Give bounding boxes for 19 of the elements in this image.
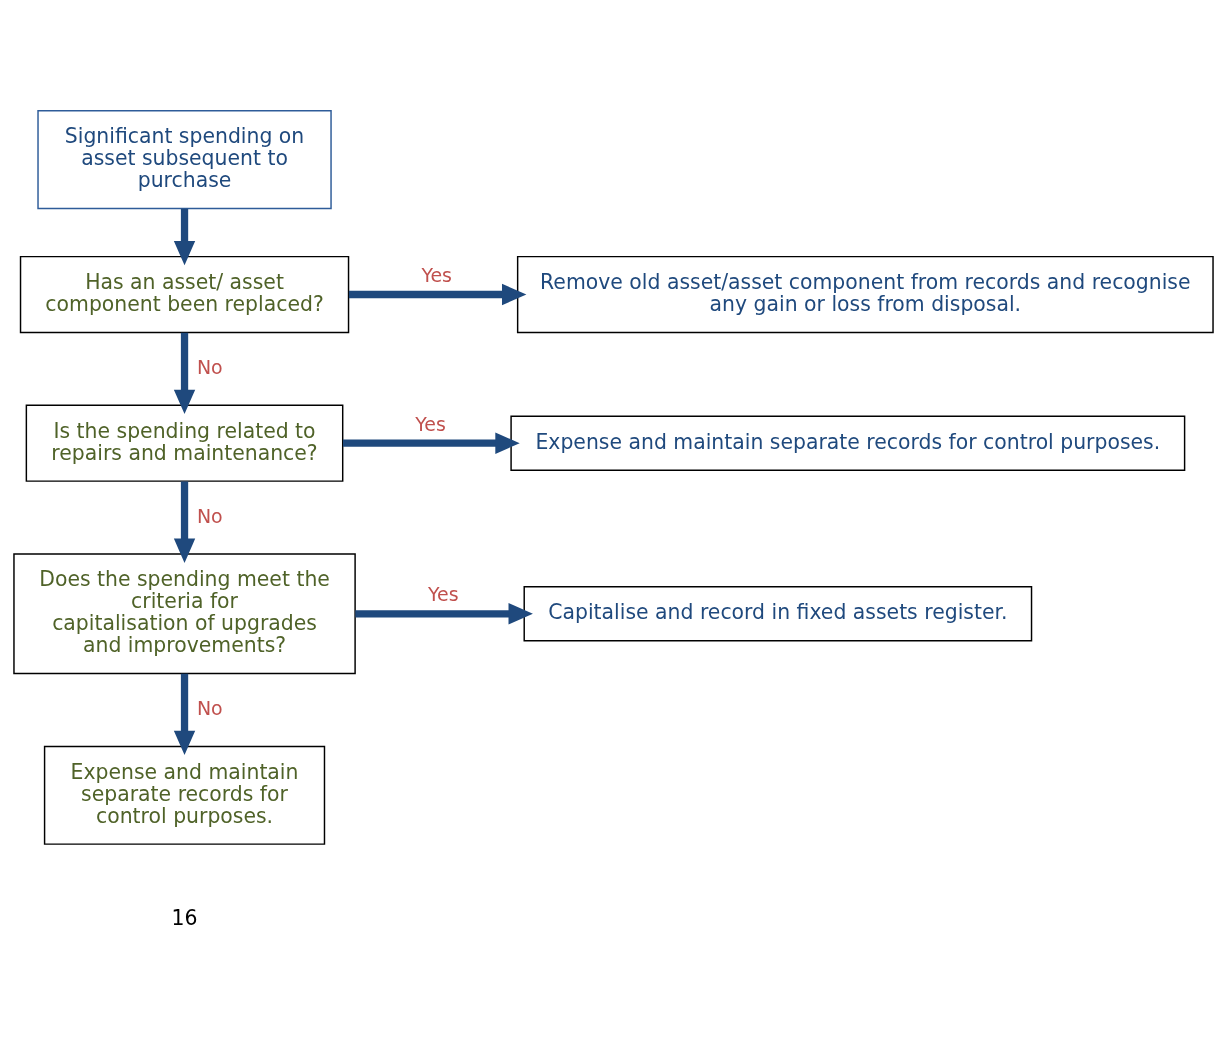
edge-label: Yes (427, 583, 459, 606)
arrow (173, 208, 196, 266)
node-box: Capitalise and record in fixed assets register. (523, 586, 1033, 642)
edge-label: No (196, 504, 223, 527)
node-box: Has an asset/ asset component been replaced? (19, 255, 350, 334)
arrow (348, 283, 527, 306)
edge-label: No (196, 696, 223, 719)
node-box: Significant spending on asset subsequent to purchase (37, 110, 332, 210)
node-box: Expense and maintain separate records for control purposes. (510, 415, 1186, 471)
arrow (173, 332, 196, 415)
label: 16 (171, 905, 198, 930)
edge-label: Yes (421, 263, 453, 286)
node-box: Does the spending meet the criteria for capitalisation of upgrades and improvements? (13, 553, 356, 675)
node-box: Remove old asset/asset component from records and recognise any gain or loss from disposal. (516, 255, 1214, 334)
edge-label: No (196, 355, 223, 378)
node-box: Is the spending related to repairs and maintenance? (25, 404, 344, 482)
edge-label: Yes (415, 412, 446, 435)
node-box: Expense and maintain separate records for control purposes. (43, 745, 326, 845)
arrow (173, 673, 196, 756)
